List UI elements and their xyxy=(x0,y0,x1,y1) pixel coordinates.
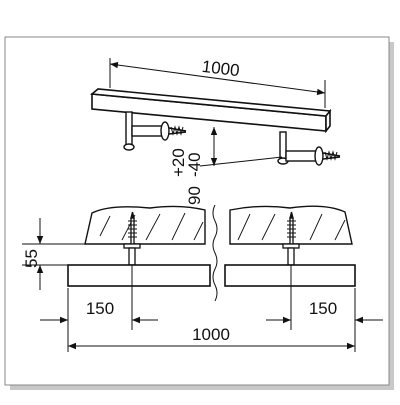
height-adjust-plus-label: +20 xyxy=(169,148,188,177)
left-washer xyxy=(160,121,170,141)
left-offset-dimension xyxy=(40,265,158,352)
right-screw-thread xyxy=(324,150,338,161)
wall-hatch-right xyxy=(237,213,346,241)
right-bracket xyxy=(277,131,341,166)
rail-end-face xyxy=(325,108,331,134)
rail-section xyxy=(67,264,356,287)
wall-section-left xyxy=(84,205,206,245)
left-screw-thread xyxy=(170,125,184,136)
left-bracket xyxy=(123,111,187,151)
height-nominal-label: 90 xyxy=(185,186,204,205)
bottom-length-label: 1000 xyxy=(192,325,230,344)
right-washer xyxy=(314,146,324,166)
left-bracket-post xyxy=(125,111,133,147)
height-adjust-minus-label: -40 xyxy=(185,152,204,177)
right-bracket-arm xyxy=(285,150,319,162)
section-height-dimension xyxy=(22,218,130,290)
right-offset-label: 150 xyxy=(309,299,337,318)
left-bracket-arm xyxy=(131,125,165,137)
right-offset-dimension xyxy=(266,265,383,352)
top-length-dimension xyxy=(109,58,326,108)
left-offset-label: 150 xyxy=(86,299,114,318)
section-height-label: 55 xyxy=(22,249,41,268)
left-section-screw xyxy=(123,211,141,266)
handrail-3d-view xyxy=(90,88,332,134)
right-section-screw xyxy=(282,211,300,266)
top-length-label: 1000 xyxy=(201,57,241,80)
right-bracket-post xyxy=(279,131,287,161)
break-line xyxy=(212,204,218,302)
height-adjust-dimension xyxy=(199,127,283,167)
